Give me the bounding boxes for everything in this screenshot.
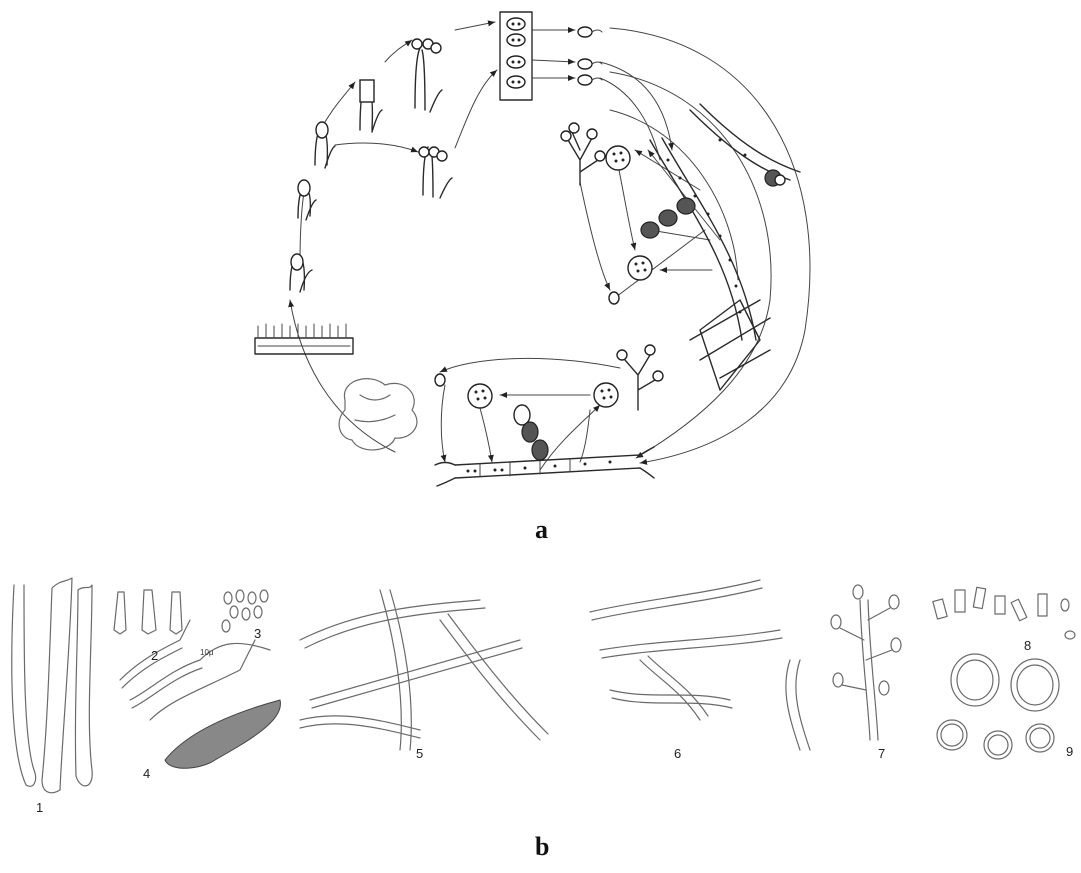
panel-b-number-2: 2 — [151, 648, 158, 663]
figure-8-conidia — [933, 587, 1075, 639]
panel-b-number-4: 4 — [143, 766, 150, 781]
panel-b-number-3: 3 — [254, 626, 261, 641]
panel-b-number-9: 9 — [1066, 744, 1073, 759]
scale-label: 10μ — [200, 648, 214, 657]
figure-6-hyphae — [590, 580, 810, 750]
panel-b-number-1: 1 — [36, 800, 43, 815]
panel-b-number-7: 7 — [878, 746, 885, 761]
figure-4-hyphae — [120, 620, 280, 768]
figure-2-basidia — [114, 590, 182, 634]
panel-b-label: b — [535, 832, 549, 862]
panel-b-number-6: 6 — [674, 746, 681, 761]
basidia-series — [290, 39, 452, 292]
basidiocarp — [339, 379, 417, 450]
right-hyphae — [650, 104, 800, 390]
panel-a-label: a — [535, 515, 548, 545]
figure-5-hyphae — [300, 590, 548, 750]
bottom-structures — [435, 345, 663, 460]
germinating-spores — [578, 27, 602, 85]
panel-b-number-5: 5 — [416, 746, 423, 761]
conidiophore-upper — [561, 123, 695, 304]
figure-9-chlamydospores — [937, 654, 1059, 759]
figure-1-tubes — [12, 578, 92, 793]
panel-b-number-8: 8 — [1024, 638, 1031, 653]
basidiospore-box — [500, 12, 532, 100]
figure-7-conidiophore — [831, 585, 901, 740]
hymenium — [255, 324, 353, 354]
